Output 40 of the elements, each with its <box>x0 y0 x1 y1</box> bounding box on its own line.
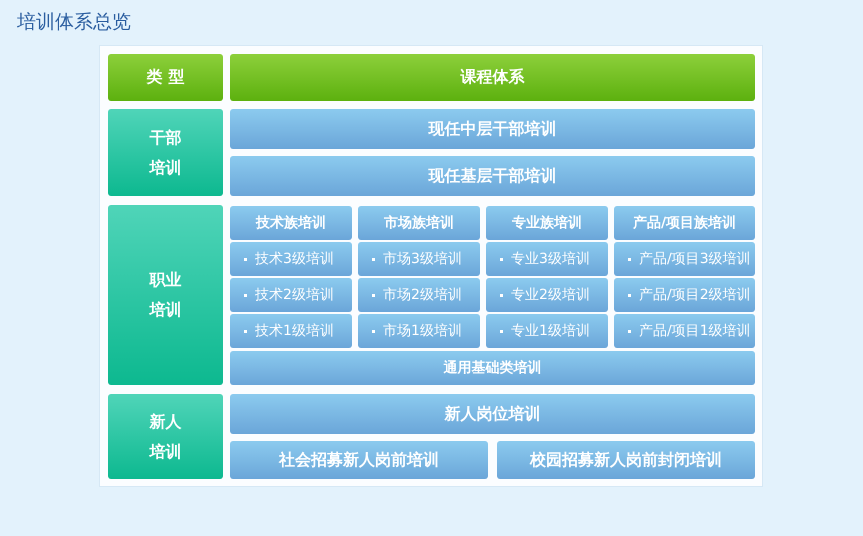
column-header: 专业族培训 <box>486 206 608 240</box>
column-header: 市场族培训 <box>358 206 480 240</box>
title: 培训体系总览 <box>17 10 131 35</box>
course-box <box>614 278 755 312</box>
course-box: 校园招募新人岗前封闭培训 <box>497 441 755 479</box>
category-box: 职业培训 <box>108 205 223 385</box>
course-label: 专业1级培训 <box>511 322 590 340</box>
course-box <box>486 278 608 312</box>
category-header: 课程体系 <box>230 54 755 101</box>
course-box: 现任基层干部培训 <box>230 156 755 196</box>
column-header: 技术族培训 <box>230 206 352 240</box>
category-box: 新人培训 <box>108 394 223 479</box>
course-label: 专业3级培训 <box>511 250 590 268</box>
course-box: 通用基础类培训 <box>230 351 755 385</box>
course-box <box>230 314 352 348</box>
course-label: 技术2级培训 <box>255 286 334 304</box>
category-box: 干部培训 <box>108 109 223 196</box>
course-label: 技术3级培训 <box>255 250 334 268</box>
course-box <box>358 278 480 312</box>
course-label: 产品/项目3级培训 <box>639 250 751 268</box>
course-box <box>358 242 480 276</box>
course-box <box>230 278 352 312</box>
column-header: 产品/项目族培训 <box>614 206 755 240</box>
course-box <box>358 314 480 348</box>
course-label: 市场3级培训 <box>383 250 462 268</box>
category-header: 类 型 <box>108 54 223 101</box>
course-label: 专业2级培训 <box>511 286 590 304</box>
course-box <box>230 242 352 276</box>
course-label: 技术1级培训 <box>255 322 334 340</box>
course-box <box>486 242 608 276</box>
course-box <box>614 242 755 276</box>
course-box: 社会招募新人岗前培训 <box>230 441 488 479</box>
course-label: 产品/项目2级培训 <box>639 286 751 304</box>
course-label: 市场1级培训 <box>383 322 462 340</box>
course-label: 市场2级培训 <box>383 286 462 304</box>
course-box <box>486 314 608 348</box>
course-box <box>614 314 755 348</box>
course-box: 新人岗位培训 <box>230 394 755 434</box>
course-box: 现任中层干部培训 <box>230 109 755 149</box>
course-label: 产品/项目1级培训 <box>639 322 751 340</box>
